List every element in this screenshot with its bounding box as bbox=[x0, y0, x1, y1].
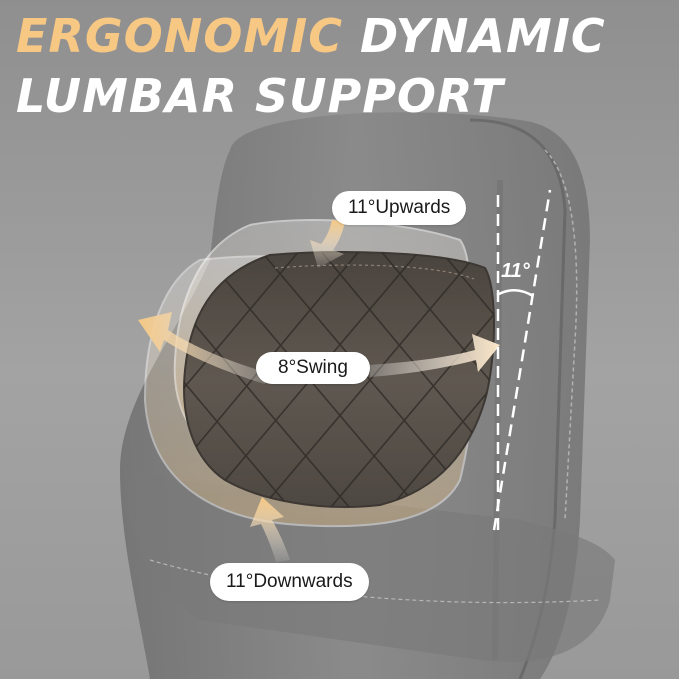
headline-line1-rest: DYNAMIC bbox=[342, 9, 606, 63]
swing-arrow-right-icon bbox=[370, 334, 500, 377]
curved-arrow-up-icon bbox=[250, 497, 290, 562]
headline: ERGONOMIC DYNAMIC LUMBAR SUPPORT bbox=[16, 6, 606, 126]
angle-label: 11° bbox=[501, 260, 530, 282]
angle-arc-icon bbox=[492, 189, 552, 531]
curved-arrow-down-icon bbox=[310, 220, 345, 268]
upwards-label: 11°Upwards bbox=[332, 191, 467, 225]
headline-accent: ERGONOMIC bbox=[16, 9, 343, 63]
swing-label: 8°Swing bbox=[256, 352, 370, 384]
swing-arrow-left-icon bbox=[138, 312, 265, 384]
downwards-label: 11°Downwards bbox=[210, 563, 369, 601]
headline-line2: LUMBAR SUPPORT bbox=[16, 69, 504, 123]
